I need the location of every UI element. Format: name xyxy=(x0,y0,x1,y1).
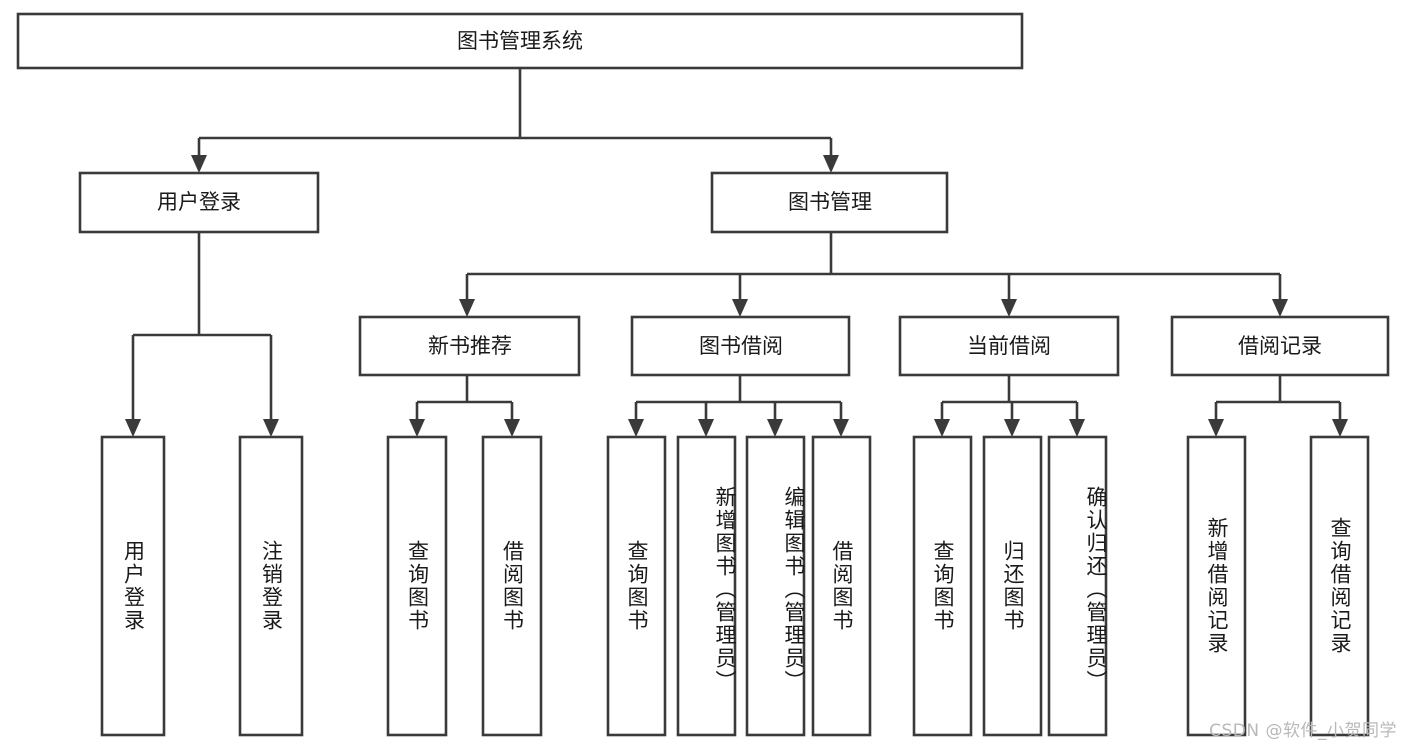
node-leaf-confirm-return-box[interactable] xyxy=(1047,435,1108,737)
arrowhead-leaf-add-record xyxy=(1208,419,1224,437)
node-book-manage[interactable]: 图书管理 xyxy=(710,171,949,234)
csdn-watermark: CSDN @软件_小贺同学 xyxy=(1209,721,1397,741)
arrowhead-leaf-query-book-1 xyxy=(409,419,425,437)
node-leaf-borrow-book-1-box[interactable] xyxy=(481,435,543,737)
connector-layer xyxy=(125,68,1348,437)
node-root-box[interactable] xyxy=(16,12,1024,70)
node-book-borrow-label: 图书借阅 xyxy=(699,334,783,358)
node-leaf-user-login-box[interactable] xyxy=(100,435,166,737)
node-new-book-rec-box[interactable] xyxy=(358,315,581,377)
arrowhead-user-login xyxy=(191,155,207,173)
node-book-borrow-box[interactable] xyxy=(630,315,851,377)
arrowhead-book-borrow xyxy=(732,299,748,317)
node-leaf-query-record-box[interactable] xyxy=(1309,435,1370,737)
arrowhead-leaf-edit-book xyxy=(767,419,783,437)
arrowhead-leaf-query-book-2 xyxy=(628,419,644,437)
node-borrow-record[interactable]: 借阅记录 xyxy=(1170,315,1390,377)
node-root[interactable]: 图书管理系统 xyxy=(16,12,1024,70)
arrowhead-leaf-query-record xyxy=(1332,419,1348,437)
node-current-borrow-box[interactable] xyxy=(898,315,1120,377)
node-leaf-query-book-1-box[interactable] xyxy=(386,435,448,737)
node-leaf-user-logout-box[interactable] xyxy=(238,435,304,737)
arrowhead-new-book-rec xyxy=(459,299,475,317)
arrowhead-leaf-user-login xyxy=(125,419,141,437)
node-leaf-query-book-2-box[interactable] xyxy=(606,435,667,737)
node-book-manage-label: 图书管理 xyxy=(788,190,872,214)
arrowhead-book-manage xyxy=(823,155,839,173)
node-user-login[interactable]: 用户登录 xyxy=(78,171,320,234)
node-leaf-add-book-box[interactable] xyxy=(676,435,737,737)
node-new-book-rec[interactable]: 新书推荐 xyxy=(358,315,581,377)
arrowhead-current-borrow xyxy=(1001,299,1017,317)
arrowhead-leaf-borrow-book-1 xyxy=(504,419,520,437)
node-new-book-rec-label: 新书推荐 xyxy=(428,334,512,358)
node-leaf-borrow-book-2-box[interactable] xyxy=(811,435,872,737)
node-borrow-record-box[interactable] xyxy=(1170,315,1390,377)
arrowhead-leaf-query-book-3 xyxy=(934,419,950,437)
arrowhead-borrow-record xyxy=(1272,299,1288,317)
node-leaf-return-book-box[interactable] xyxy=(982,435,1043,737)
node-current-borrow[interactable]: 当前借阅 xyxy=(898,315,1120,377)
node-current-borrow-label: 当前借阅 xyxy=(967,334,1051,358)
node-leaf-edit-book-box[interactable] xyxy=(745,435,806,737)
node-user-login-box[interactable] xyxy=(78,171,320,234)
arrowhead-leaf-return-book xyxy=(1004,419,1020,437)
node-root-label: 图书管理系统 xyxy=(457,29,583,53)
node-borrow-record-label: 借阅记录 xyxy=(1238,334,1322,358)
node-book-borrow[interactable]: 图书借阅 xyxy=(630,315,851,377)
node-book-manage-box[interactable] xyxy=(710,171,949,234)
arrowhead-leaf-borrow-book-2 xyxy=(833,419,849,437)
arrowhead-leaf-user-logout xyxy=(263,419,279,437)
node-leaf-query-book-3-box[interactable] xyxy=(912,435,973,737)
arrowhead-leaf-add-book xyxy=(698,419,714,437)
node-layer: 图书管理系统 用户登录 图书管理 新书推荐 图书借阅 当前 xyxy=(16,12,1390,737)
node-leaf-add-record-box[interactable] xyxy=(1186,435,1247,737)
arrowhead-leaf-confirm-return xyxy=(1069,419,1085,437)
node-user-login-label: 用户登录 xyxy=(157,190,241,214)
